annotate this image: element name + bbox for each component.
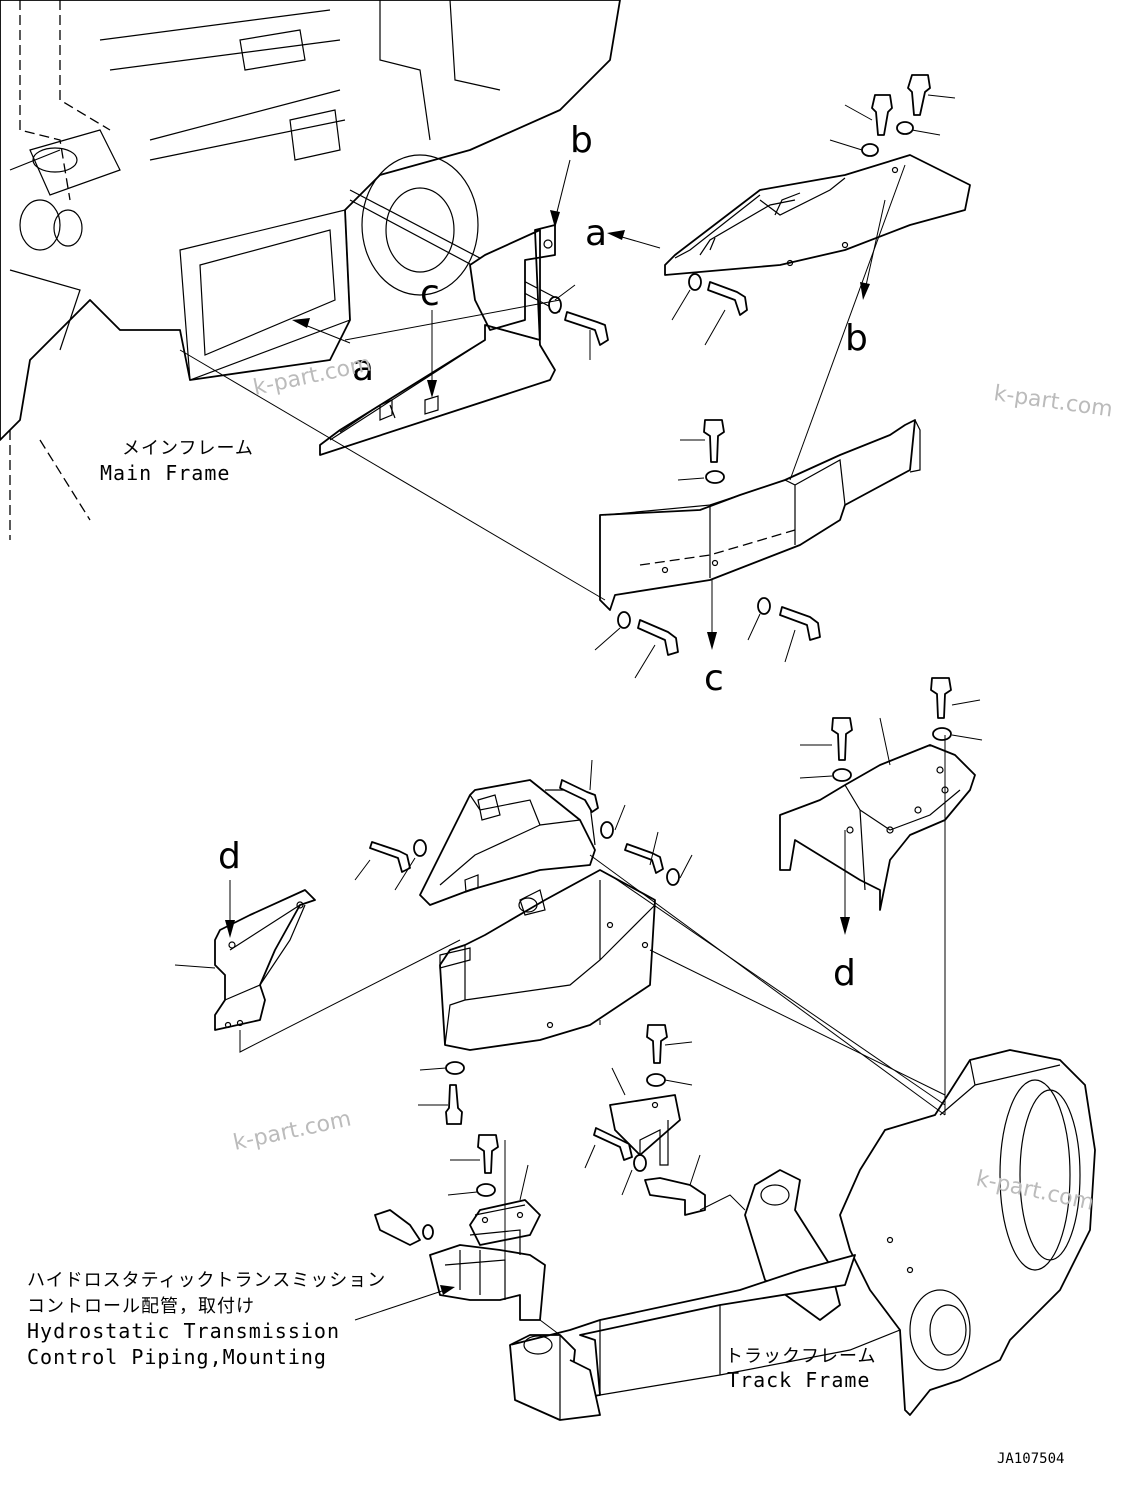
hst-control-valve [374,1209,546,1321]
hst-leader-arrow [354,1289,446,1321]
callout-b-top: b [570,120,593,161]
leader-line [179,349,606,601]
bolt-washer-group-5 [418,1061,465,1125]
hst-label-jp-line2: コントロール配管，取付け [27,1296,255,1317]
hst-leader-arrowhead [440,1285,455,1295]
callout-a-upper-right: a [585,213,607,254]
track-frame-drawing [509,1049,1096,1421]
lower-center-lower-cover [439,869,656,1051]
bolt-washer-group-6 [799,677,983,782]
small-bracket-lower [644,1154,706,1216]
small-plate-upper [609,1067,681,1166]
bolt-washer-group-3 [594,419,821,679]
bolt-washer-group-4 [354,759,693,891]
middle-right-cover [599,419,921,611]
track-frame-label-jp: トラックフレーム [725,1346,876,1367]
callout-arrows-upper [292,159,886,650]
leader-line [344,299,561,341]
watermark: k-part.com [992,381,1114,422]
upper-left-cover [319,224,556,456]
drawing-code: JA107504 [997,1451,1064,1467]
hst-label-en-line2: Control Piping,Mounting [27,1345,327,1369]
main-frame-label-en: Main Frame [100,461,230,485]
upper-right-cover [664,154,971,276]
lower-center-upper-cover [419,779,596,906]
main-frame-label-jp: メインフレーム [122,438,254,459]
track-frame-label-en: Track Frame [727,1368,870,1392]
bolt-washer-group-2 [671,74,956,346]
callout-d-left: d [218,836,241,877]
main-frame-drawing [0,0,621,540]
bolt-washer-group-7 [447,1024,693,1197]
callout-c-upper: c [420,273,440,314]
callout-b-right: b [845,318,868,359]
hst-label-en-line1: Hydrostatic Transmission [27,1319,340,1343]
callout-c-middle: c [704,658,724,699]
bolt-washer-group-1 [548,284,609,360]
leader-lines-lower [504,735,946,1336]
left-bracket [174,880,316,1031]
hst-label-jp-line1: ハイドロスタティックトランスミッション [27,1270,386,1291]
leader-line [239,939,461,1053]
leader-line [789,164,906,481]
callout-a-main-frame: a [352,348,374,389]
watermark: k-part.com [231,1107,353,1156]
callout-d-right: d [833,953,856,994]
right-shield-cover [779,717,976,935]
